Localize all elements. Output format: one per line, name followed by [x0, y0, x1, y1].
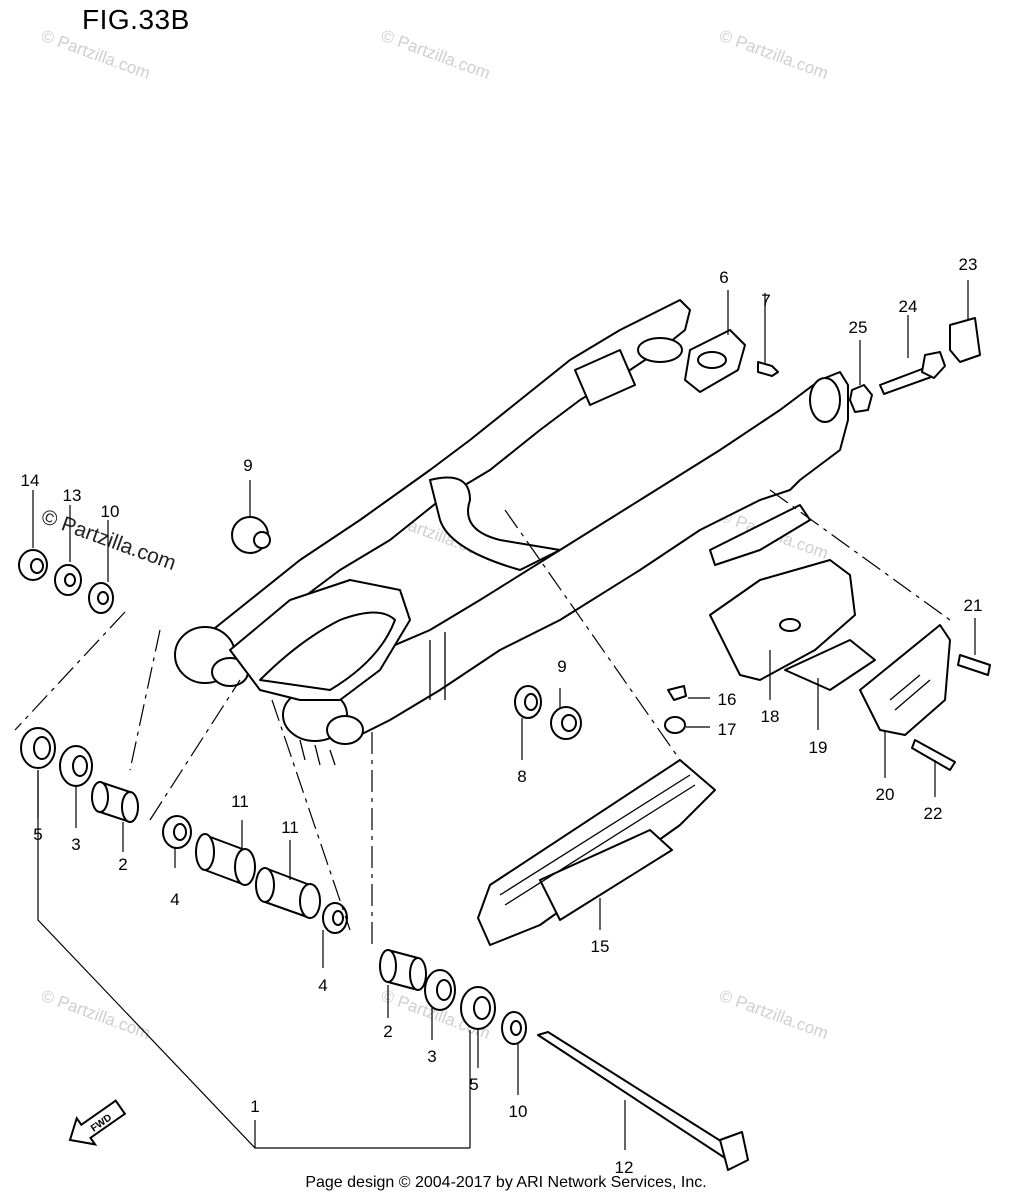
callout-6: 6 [719, 268, 728, 287]
callout-5: 5 [33, 825, 42, 844]
watermark: © Partzilla.com [39, 26, 153, 83]
callout-15: 15 [591, 937, 610, 956]
callout-25: 25 [849, 318, 868, 337]
callout-21: 21 [964, 596, 983, 615]
callout-5: 5 [469, 1075, 478, 1094]
watermark: © Partzilla.com [717, 26, 831, 83]
swingarm-bracket [709, 504, 811, 566]
callout-4: 4 [170, 890, 179, 909]
callout-12: 12 [615, 1158, 634, 1177]
watermark: © Partzilla.com [39, 986, 153, 1043]
swingarm [174, 299, 849, 766]
callout-8: 8 [517, 767, 526, 786]
footer-copyright: Page design © 2004-2017 by ARI Network S… [305, 1174, 707, 1191]
callout-2: 2 [383, 1022, 392, 1041]
screw-7 [757, 361, 779, 377]
screw-16 [667, 685, 687, 701]
callout-18: 18 [761, 707, 780, 726]
callout-17: 17 [718, 720, 737, 739]
callout-11: 11 [281, 818, 299, 837]
callout-13: 13 [63, 486, 82, 505]
guide-pad-19 [784, 639, 876, 691]
pivot-shaft-12 [537, 1031, 736, 1159]
callout-20: 20 [876, 785, 895, 804]
callout-3: 3 [71, 835, 80, 854]
callout-19: 19 [809, 738, 828, 757]
callout-10: 10 [101, 502, 120, 521]
callout-10: 10 [509, 1102, 528, 1121]
bolt-22 [911, 739, 956, 771]
adjuster-slot [697, 351, 727, 369]
callout-3: 3 [427, 1047, 436, 1066]
bolt-24-head [921, 351, 946, 379]
callout-4: 4 [318, 976, 327, 995]
callout-labels: 1 2 2 3 3 4 4 5 5 6 7 8 9 9 10 10 11 11 … [21, 255, 983, 1177]
fwd-arrow-icon: FWD [68, 1099, 127, 1146]
clip-23 [949, 317, 981, 363]
callout-14: 14 [21, 471, 40, 490]
callout-11: 11 [231, 792, 249, 811]
bolt-21 [957, 654, 991, 676]
callout-9: 9 [243, 456, 252, 475]
callout-9: 9 [557, 657, 566, 676]
callout-2: 2 [118, 855, 127, 874]
washer-17 [664, 716, 686, 734]
callout-7: 7 [761, 291, 770, 310]
callout-leaders [32, 280, 976, 1150]
callout-16: 16 [718, 690, 737, 709]
callout-23: 23 [959, 255, 978, 274]
chain-guide-15 [477, 759, 716, 946]
callout-24: 24 [899, 297, 918, 316]
guard-plate-20 [859, 624, 951, 736]
watermark-layer: © Partzilla.com © Partzilla.com © Partzi… [38, 26, 830, 1043]
watermark: © Partzilla.com [379, 26, 493, 83]
callout-22: 22 [924, 804, 943, 823]
watermark: © Partzilla.com [717, 986, 831, 1043]
callout-1: 1 [250, 1097, 259, 1116]
assembly-lines [14, 489, 951, 945]
nut-25 [849, 384, 873, 413]
figure-title: FIG.33B [82, 4, 190, 35]
